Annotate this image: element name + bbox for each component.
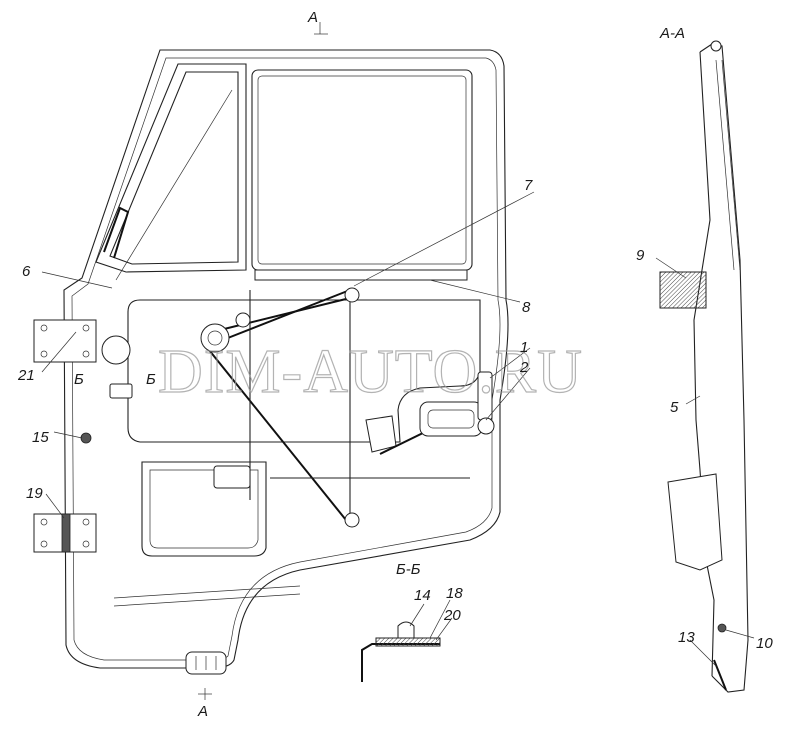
vent-seal <box>103 206 130 259</box>
vent-divider-bar <box>115 89 233 281</box>
leader-2 <box>485 367 531 421</box>
leader-1 <box>489 347 531 379</box>
callout-18: 18 <box>446 585 463 602</box>
section-label-bb: Б-Б <box>396 561 421 578</box>
hinge-bolt <box>40 518 48 526</box>
cut-mark-right: Б <box>146 371 156 388</box>
door-inner-contour <box>71 57 501 661</box>
lower-hinge-pin <box>61 513 71 553</box>
aa-regulator-housing <box>659 271 707 309</box>
leader-14 <box>409 603 425 627</box>
hinge-bolt <box>82 540 90 548</box>
regulator-pivot-top <box>344 287 360 303</box>
leader-5 <box>685 395 701 405</box>
aa-inner-panel <box>693 51 715 677</box>
aa-armrest <box>667 473 723 571</box>
leader-8 <box>429 279 521 303</box>
hinge-bolt <box>40 540 48 548</box>
regulator-pulley <box>235 312 251 328</box>
section-aa-view <box>655 40 755 693</box>
callout-13: 13 <box>678 629 695 646</box>
door-pull-handle <box>213 465 251 489</box>
section-label-a-top: A <box>307 9 318 26</box>
callout-2: 2 <box>519 359 529 376</box>
lock-knob <box>477 417 495 435</box>
door-front-view <box>33 22 535 700</box>
callout-14: 14 <box>414 587 431 604</box>
callout-7: 7 <box>524 177 533 194</box>
bb-bushing <box>397 621 415 639</box>
leader-20 <box>435 617 453 641</box>
section-bb-view <box>361 599 453 682</box>
callout-19: 19 <box>26 485 43 502</box>
hinge-bolt <box>82 350 90 358</box>
bb-bracket <box>361 643 440 682</box>
callout-1: 1 <box>520 339 528 356</box>
door-stop-plug <box>80 432 92 444</box>
regulator-gear <box>200 323 230 353</box>
regulator-arm-a <box>209 289 351 346</box>
lower-panel-rib <box>113 585 301 599</box>
callout-8: 8 <box>522 299 531 316</box>
aa-top-seal <box>710 40 722 52</box>
leader-7 <box>353 191 535 287</box>
callout-10: 10 <box>756 635 773 652</box>
panel-opening-lower <box>141 461 267 557</box>
leader-13 <box>689 639 717 667</box>
leader-21 <box>41 331 77 373</box>
regulator-gear-hub <box>207 330 223 346</box>
inner-handle <box>427 409 475 429</box>
panel-opening-upper <box>127 299 481 443</box>
hinge-bolt <box>40 324 48 332</box>
aa-glass <box>715 59 735 271</box>
vent-window-inner <box>109 71 239 265</box>
aa-lower-fastener <box>717 623 727 633</box>
door-outer-contour <box>63 49 509 669</box>
lower-panel-rib <box>113 593 301 607</box>
cut-mark-left: Б <box>74 371 84 388</box>
regulator-arm-c <box>204 344 351 526</box>
leader-15 <box>53 431 83 439</box>
leader-19 <box>45 493 65 519</box>
callout-21: 21 <box>17 367 35 384</box>
leader-6 <box>41 271 113 289</box>
leader-18 <box>429 599 451 639</box>
hinge-bolt <box>40 350 48 358</box>
window-glass <box>257 75 467 265</box>
bb-plate <box>375 637 441 647</box>
panel-opening-lower-inner <box>149 469 259 549</box>
callout-20: 20 <box>443 607 461 624</box>
leader-10 <box>725 629 755 639</box>
callout-15: 15 <box>32 429 49 446</box>
window-frame <box>251 69 473 271</box>
inner-handle-recess <box>419 401 483 437</box>
vent-window-outer <box>95 63 247 273</box>
leader-9 <box>655 257 687 279</box>
regulator-pivot-bottom <box>344 512 360 528</box>
inside-lock-button <box>109 383 133 399</box>
hinge-bolt <box>82 324 90 332</box>
glass-lift-channel <box>254 269 468 281</box>
section-label-a-bottom: A <box>197 703 208 720</box>
section-label-aa: A-A <box>659 25 685 42</box>
aa-bottom-seal <box>713 659 727 691</box>
aa-glass-2 <box>721 59 741 271</box>
aa-outer-skin <box>699 43 749 693</box>
lock-bracket <box>365 415 397 453</box>
callout-5: 5 <box>670 399 679 416</box>
hinge-reinforcement <box>101 335 131 365</box>
callout-6: 6 <box>22 263 31 280</box>
upper-hinge <box>33 319 97 363</box>
watermark: DIM-AUTO.RU <box>158 338 583 406</box>
hinge-bolt <box>82 518 90 526</box>
callout-9: 9 <box>636 247 645 264</box>
